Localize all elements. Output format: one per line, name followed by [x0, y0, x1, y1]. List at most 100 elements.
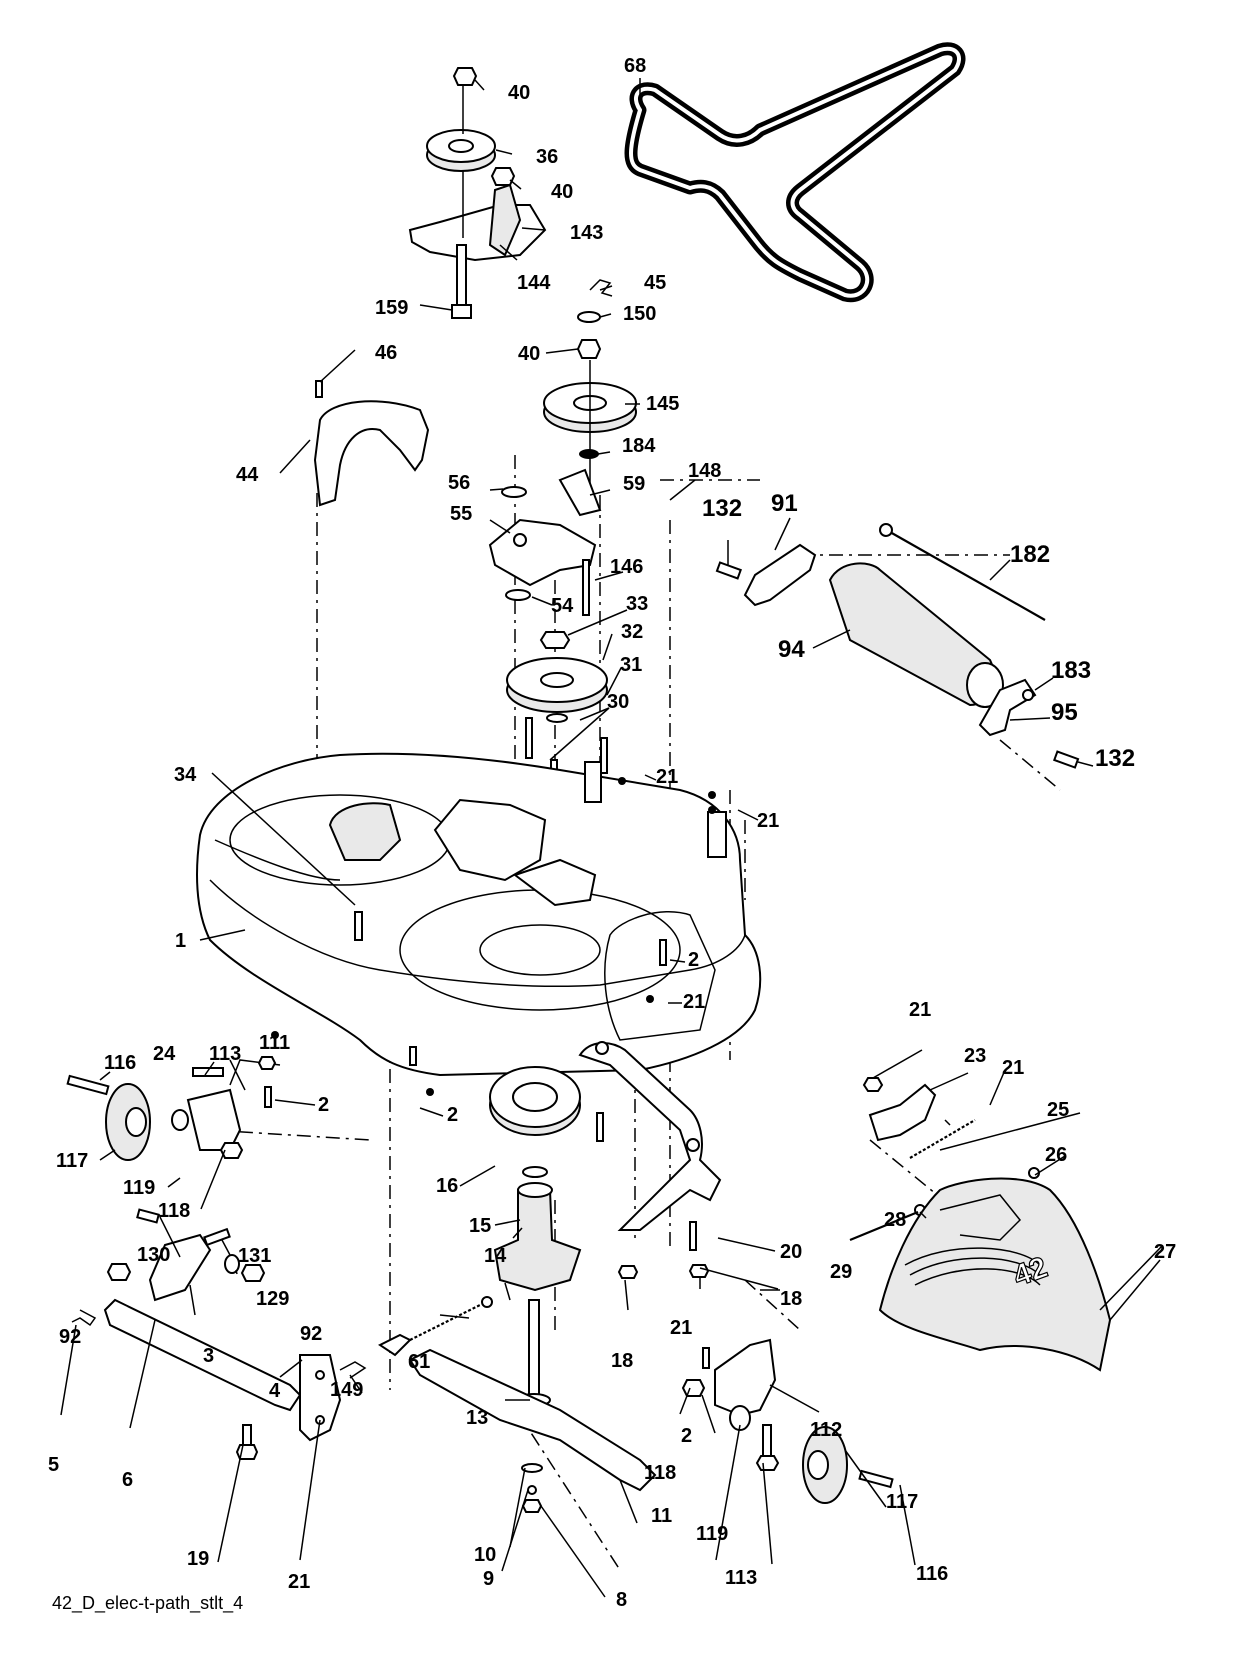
nut-92-right [240, 1264, 266, 1282]
washer-54 [505, 589, 531, 601]
nut-92-left [106, 1263, 132, 1281]
label-119: 119 [696, 1523, 728, 1545]
label-5: 5 [48, 1454, 59, 1476]
label-132: 132 [1095, 745, 1135, 772]
bolt-159 [456, 244, 467, 306]
bolt-116-right [858, 1469, 894, 1489]
label-10: 10 [474, 1544, 496, 1566]
right-gauge-wheel-assembly [681, 1338, 894, 1504]
label-118: 118 [644, 1462, 676, 1484]
label-30: 30 [607, 691, 629, 713]
label-2: 2 [688, 949, 699, 971]
label-31: 31 [620, 654, 642, 676]
label-116: 116 [916, 1563, 948, 1585]
label-9: 9 [483, 1568, 494, 1590]
label-40: 40 [518, 343, 540, 365]
spacer-119-left [171, 1109, 189, 1131]
label-113: 113 [725, 1567, 757, 1589]
label-40: 40 [508, 82, 530, 104]
label-113: 24 [153, 1043, 176, 1065]
label-36: 36 [536, 146, 558, 168]
label-25: 25 [1047, 1099, 1069, 1121]
label-21: 21 [683, 991, 705, 1013]
label-117: 117 [56, 1150, 88, 1172]
screw-46 [315, 380, 323, 398]
idler-bracket-143 [408, 204, 547, 262]
label-95: 95 [1051, 699, 1078, 726]
hex-nut-40-center [576, 339, 602, 359]
bolt-132-lower [1053, 750, 1080, 769]
label-129: 129 [256, 1288, 289, 1310]
clip-149 [339, 1361, 367, 1379]
chute-bracket-23 [868, 1083, 937, 1142]
label-18: 18 [611, 1350, 633, 1372]
label-130: 130 [137, 1244, 170, 1266]
label-21: 21 [757, 810, 779, 832]
label-55: 55 [450, 503, 472, 525]
label-150: 150 [623, 303, 656, 325]
nut-118-right [681, 1379, 706, 1397]
roller-bracket-95 [978, 678, 1037, 737]
spindle-assembly [409, 1046, 582, 1407]
label-3: 3 [203, 1345, 214, 1367]
label-40: 40 [551, 181, 573, 203]
label-116: 116 [104, 1052, 136, 1074]
label-26: 26 [1045, 1144, 1067, 1166]
label-1: 1 [175, 930, 186, 952]
bracket-3 [148, 1233, 212, 1302]
label-91: 91 [771, 490, 798, 517]
label-19: 19 [187, 1548, 209, 1570]
label-21: 21 [288, 1571, 310, 1593]
label-4: 4 [269, 1380, 281, 1402]
label-29: 29 [830, 1261, 852, 1283]
belt-guide-44 [313, 380, 430, 507]
drive-belt-68 [624, 42, 966, 303]
label-13: 13 [466, 1407, 488, 1429]
nut-118-left [219, 1142, 244, 1159]
label-45: 45 [644, 272, 666, 294]
washer-150 [577, 311, 601, 323]
bolt-30c [600, 737, 608, 774]
label-23: 23 [964, 1045, 986, 1067]
spindle-assembly-left [328, 802, 402, 861]
label-56: 56 [448, 472, 470, 494]
bolt-30a [525, 717, 533, 759]
label-33: 33 [626, 593, 648, 615]
rod-29 [849, 1210, 919, 1242]
label-118: 118 [158, 1200, 190, 1222]
hex-nut-40-second [490, 167, 516, 186]
label-132: 132 [702, 495, 742, 522]
idler-arm-assembly [488, 468, 602, 616]
belt-guard-20 [578, 1041, 722, 1279]
label-68: 68 [624, 55, 646, 77]
label-92: 92 [300, 1323, 322, 1345]
label-94: 94 [778, 636, 805, 663]
label-11: 11 [651, 1505, 672, 1527]
bolt-113-left [192, 1067, 224, 1077]
center-pulley-stack [543, 279, 637, 500]
label-21: 21 [656, 766, 678, 788]
label-18: 18 [780, 1288, 802, 1310]
label-14: 14 [484, 1245, 507, 1267]
nut-33 [539, 631, 571, 649]
anti-scalp-roller-assembly [715, 523, 1080, 769]
label-148: 148 [688, 460, 721, 482]
deck-lift-linkage [71, 1208, 493, 1460]
bolt-8 [521, 1499, 543, 1513]
bolt-146 [582, 559, 590, 616]
spindle-housing-14 [493, 1189, 582, 1292]
wheel-bracket-111 [186, 1088, 242, 1151]
washer-10 [521, 1463, 543, 1473]
label-111: 113 [209, 1043, 241, 1065]
bolt-18-right [689, 1221, 697, 1251]
blade-spindle-pulley [506, 631, 608, 796]
roller-axle-182 [889, 531, 1046, 621]
discharge-chute-27 [878, 1177, 1112, 1372]
bolt-130 [136, 1208, 160, 1224]
washer-31 [546, 713, 568, 723]
idler-pulley-bracket-assembly [408, 67, 547, 319]
bracket-59 [558, 468, 602, 517]
left-gauge-wheel-assembly [66, 1056, 281, 1161]
label-143: 143 [570, 222, 603, 244]
mower-blade-11 [408, 1348, 657, 1513]
